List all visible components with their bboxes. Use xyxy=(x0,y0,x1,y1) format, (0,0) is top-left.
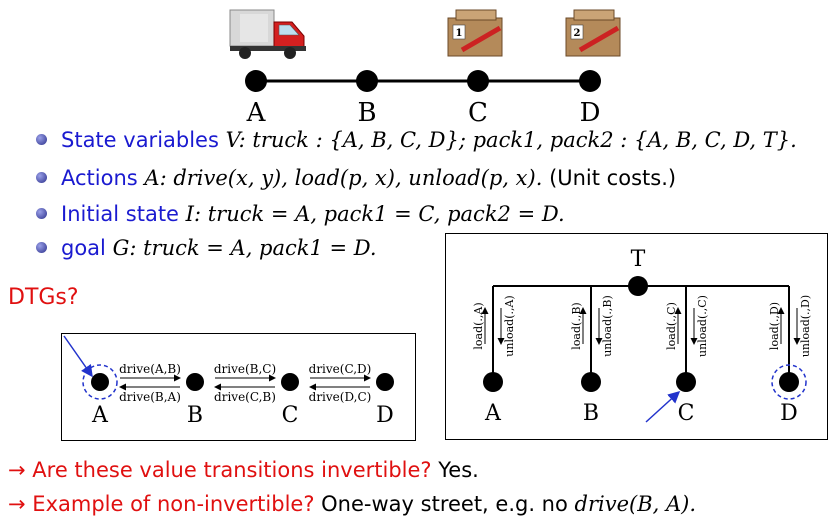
bullet-dot xyxy=(36,133,47,145)
pack-label-c: C xyxy=(678,401,695,426)
dtg-node-b xyxy=(186,373,204,391)
label-drive-ba: drive(B,A) xyxy=(119,390,181,404)
road-label-d: D xyxy=(580,98,601,125)
package-dtg-box: T load(.,A) unload(.,A) load(.,B) unload… xyxy=(445,233,828,440)
bullet-dot xyxy=(36,241,47,253)
label-drive-cb: drive(C,B) xyxy=(214,390,276,404)
question-2-row: → Example of non-invertible? One-way str… xyxy=(8,492,696,516)
bullet-dot xyxy=(36,207,47,219)
package-dtg-graph: T load(.,A) unload(.,A) load(.,B) unload… xyxy=(472,247,812,426)
pack-node-d xyxy=(779,372,799,392)
road-node-a xyxy=(245,70,267,92)
pack-label-d: D xyxy=(780,401,798,426)
answer-1-text: Yes. xyxy=(438,458,479,482)
package-1-icon: 1 xyxy=(447,9,503,57)
package-2-icon: 2 xyxy=(565,9,621,57)
load-label-d: load(.,D) xyxy=(768,302,781,350)
goal-highlight-circle xyxy=(771,364,807,400)
bullet-actions: Actions A: drive(x, y), load(p, x), unlo… xyxy=(36,166,676,190)
road-node-b xyxy=(356,70,378,92)
label-drive-bc: drive(B,C) xyxy=(214,362,276,376)
initial-state-label: Initial state xyxy=(61,202,179,226)
state-variables-math: V: truck : {A, B, C, D}; pack1, pack2 : … xyxy=(225,128,797,152)
pointer-arrow xyxy=(645,390,681,423)
initial-state-math: I: truck = A, pack1 = C, pack2 = D. xyxy=(185,202,565,226)
truck-icon xyxy=(229,9,306,59)
dtg-node-a xyxy=(91,373,109,391)
question-1-row: → Are these value transitions invertible… xyxy=(8,458,479,482)
goal-label: goal xyxy=(61,236,106,260)
road-node-c xyxy=(467,70,489,92)
dtg-label-d: D xyxy=(376,403,394,428)
pack-node-c xyxy=(676,372,696,392)
label-drive-ab: drive(A,B) xyxy=(119,362,181,376)
unload-label-d: unload(.,D) xyxy=(799,295,812,357)
package-2-label: 2 xyxy=(574,28,581,39)
load-label-c: load(.,C) xyxy=(665,302,678,350)
question-1-text: Are these value transitions invertible? xyxy=(32,458,432,482)
road-label-a: A xyxy=(246,98,267,125)
pointer-arrow xyxy=(63,335,93,378)
actions-math: A: drive(x, y), load(p, x), unload(p, x)… xyxy=(144,166,543,190)
pack-dtg-label-t: T xyxy=(631,247,646,272)
goal-math: G: truck = A, pack1 = D. xyxy=(112,236,377,260)
arrow-right-icon: → xyxy=(8,492,26,516)
dtgs-heading: DTGs? xyxy=(8,285,79,310)
actions-suffix: (Unit costs.) xyxy=(549,166,677,190)
pack-node-a xyxy=(483,372,503,392)
dtg-node-d xyxy=(376,373,394,391)
truck-dtg-box: drive(A,B) drive(B,C) drive(C,D) drive(B… xyxy=(61,333,416,441)
pack-node-b xyxy=(581,372,601,392)
answer-2-text: One-way street, e.g. no xyxy=(321,492,568,516)
bullet-goal: goal G: truck = A, pack1 = D. xyxy=(36,236,377,260)
goal-highlight-circle xyxy=(82,364,118,400)
truck-dtg-graph: drive(A,B) drive(B,C) drive(C,D) drive(B… xyxy=(63,335,394,428)
road-label-b: B xyxy=(357,98,376,125)
road-label-c: C xyxy=(468,98,488,125)
unload-label-c: unload(.,C) xyxy=(696,295,709,357)
arrow-right-icon: → xyxy=(8,458,26,482)
unload-label-a: unload(.,A) xyxy=(503,295,516,356)
label-drive-cd: drive(C,D) xyxy=(309,362,372,376)
unload-label-b: unload(.,B) xyxy=(601,295,614,357)
dtg-label-b: B xyxy=(187,403,203,428)
bullet-dot xyxy=(36,171,47,183)
answer-2-math: drive(B, A). xyxy=(574,492,697,516)
road-node-d xyxy=(579,70,601,92)
actions-label: Actions xyxy=(61,166,138,190)
pack-label-b: B xyxy=(583,401,599,426)
bullet-state-variables: State variables V: truck : {A, B, C, D};… xyxy=(36,128,797,152)
label-drive-dc: drive(D,C) xyxy=(309,390,372,404)
load-label-b: load(.,B) xyxy=(570,302,583,349)
top-road-graph: 1 2 A B C D xyxy=(229,9,621,125)
load-label-a: load(.,A) xyxy=(472,302,485,349)
state-variables-label: State variables xyxy=(61,128,219,152)
bullet-initial-state: Initial state I: truck = A, pack1 = C, p… xyxy=(36,202,565,226)
dtg-label-a: A xyxy=(91,403,109,428)
dtg-node-c xyxy=(281,373,299,391)
pack-label-a: A xyxy=(484,401,502,426)
package-1-label: 1 xyxy=(456,28,463,39)
dtg-label-c: C xyxy=(282,403,299,428)
question-2-text: Example of non-invertible? xyxy=(32,492,315,516)
